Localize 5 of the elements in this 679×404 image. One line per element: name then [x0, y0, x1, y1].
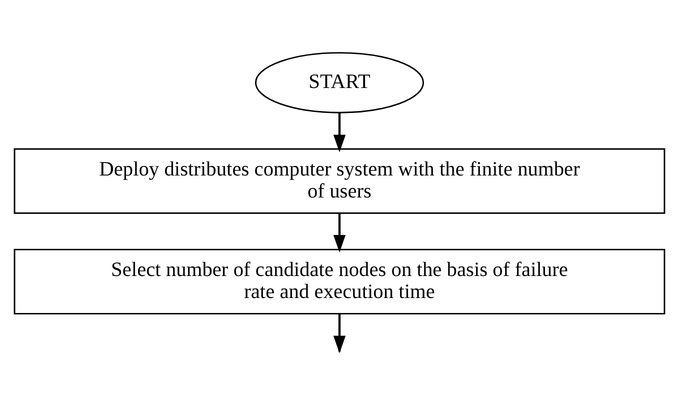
node-box: Select number of candidate nodes on the basis of failure rate and execution time [14, 248, 666, 314]
node-box: Deploy distributes computer system with the finite number of users [14, 148, 666, 214]
node-ellipse: START [254, 52, 424, 114]
arrow [333, 213, 346, 252]
arrow [333, 112, 346, 152]
